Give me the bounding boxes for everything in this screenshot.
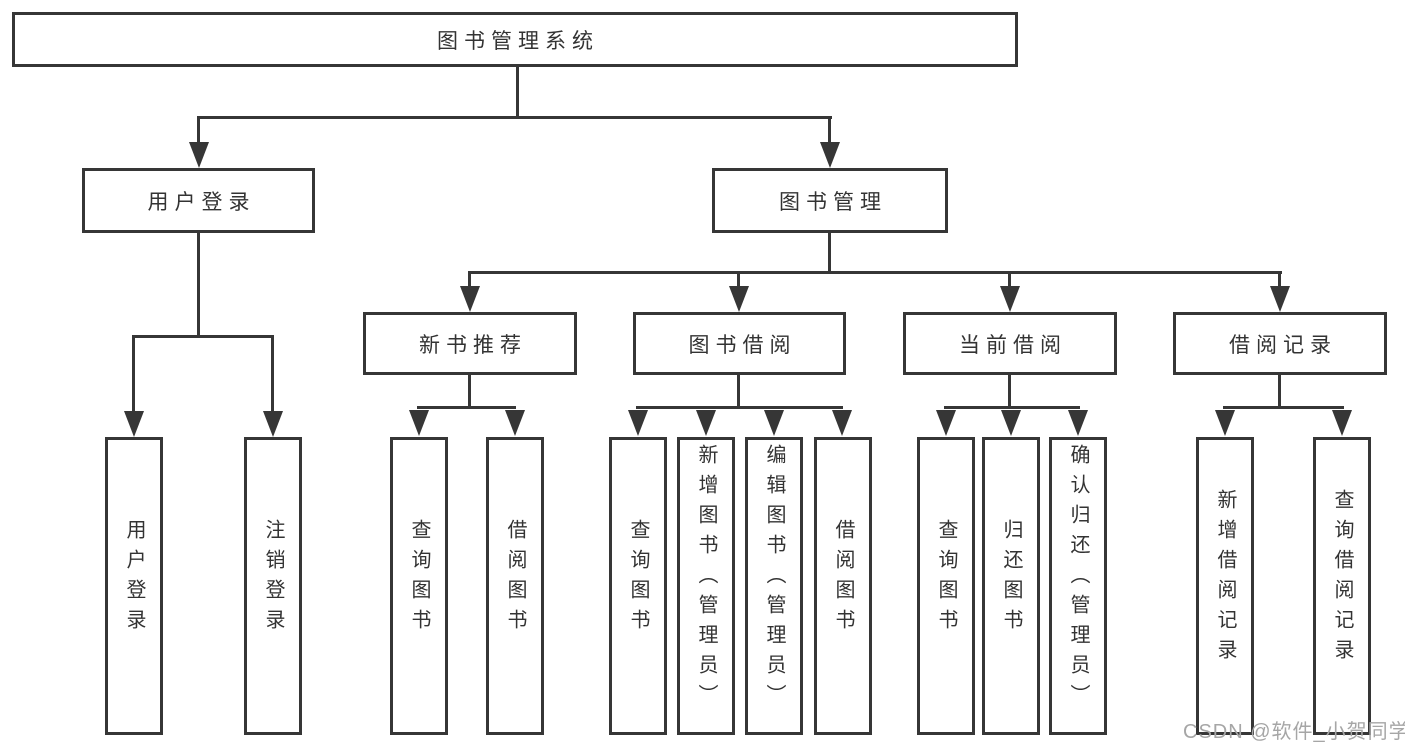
arrow-down-icon <box>1000 286 1020 312</box>
leaf-confirm-return-admin-label: 确认归还（管理员） <box>1067 444 1089 714</box>
connector-user-login-drop-right <box>271 335 274 413</box>
arrow-down-icon <box>1332 410 1352 436</box>
connector-book-mgmt-stem <box>828 233 831 274</box>
arrow-down-icon <box>460 286 480 312</box>
leaf-user-login-label: 用户登录 <box>123 519 145 639</box>
node-user-login: 用户登录 <box>82 168 315 233</box>
connector-book-mgmt-drop-4 <box>1278 271 1281 288</box>
arrow-down-icon <box>1270 286 1290 312</box>
node-book-borrowing: 图书借阅 <box>633 312 846 375</box>
leaf-add-borrow-record-label: 新增借阅记录 <box>1214 489 1236 669</box>
connector-current-stem <box>1008 375 1011 408</box>
connector-user-login-stem <box>197 233 200 338</box>
leaf-return-books-label: 归还图书 <box>1000 519 1022 639</box>
node-new-book-recommend-label: 新书推荐 <box>419 333 527 357</box>
connector-records-bar <box>1223 406 1344 409</box>
connector-root-drop-right <box>828 116 831 146</box>
leaf-add-borrow-record: 新增借阅记录 <box>1196 437 1254 735</box>
csdn-watermark: CSDN @软件_小贺同学 <box>1183 721 1405 743</box>
node-borrowing-records: 借阅记录 <box>1173 312 1387 375</box>
arrow-down-icon <box>1215 410 1235 436</box>
leaf-borrowing-borrow-books-label: 借阅图书 <box>832 519 854 639</box>
connector-root-drop-left <box>197 116 200 146</box>
leaf-current-query-books: 查询图书 <box>917 437 975 735</box>
leaf-current-query-books-label: 查询图书 <box>935 519 957 639</box>
arrow-down-icon <box>936 410 956 436</box>
node-book-management-label: 图书管理 <box>779 190 887 214</box>
leaf-logout-label: 注销登录 <box>262 519 284 639</box>
connector-root-bar <box>197 116 832 119</box>
arrow-down-icon <box>764 410 784 436</box>
arrow-down-icon <box>505 410 525 436</box>
leaf-borrowing-query-books: 查询图书 <box>609 437 667 735</box>
node-user-login-label: 用户登录 <box>147 190 256 214</box>
connector-book-mgmt-drop-1 <box>468 271 471 288</box>
node-current-borrowing-label: 当前借阅 <box>959 333 1067 357</box>
node-library-system-label: 图书管理系统 <box>437 29 599 53</box>
arrow-down-icon <box>1001 410 1021 436</box>
leaf-query-borrow-record-label: 查询借阅记录 <box>1331 489 1353 669</box>
node-book-management: 图书管理 <box>712 168 948 233</box>
leaf-borrowing-query-books-label: 查询图书 <box>627 519 649 639</box>
connector-root-stem <box>516 66 519 119</box>
node-new-book-recommend: 新书推荐 <box>363 312 577 375</box>
connector-recommend-stem <box>468 375 471 408</box>
connector-recommend-bar <box>417 406 516 409</box>
leaf-user-login: 用户登录 <box>105 437 163 735</box>
leaf-add-book-admin-label: 新增图书（管理员） <box>695 444 717 714</box>
arrow-down-icon <box>1068 410 1088 436</box>
connector-borrowing-bar <box>636 406 843 409</box>
connector-user-login-bar <box>132 335 274 338</box>
arrow-down-icon <box>729 286 749 312</box>
node-current-borrowing: 当前借阅 <box>903 312 1117 375</box>
leaf-query-borrow-record: 查询借阅记录 <box>1313 437 1371 735</box>
connector-book-mgmt-drop-3 <box>1008 271 1011 288</box>
leaf-return-books: 归还图书 <box>982 437 1040 735</box>
leaf-logout: 注销登录 <box>244 437 302 735</box>
leaf-borrowing-borrow-books: 借阅图书 <box>814 437 872 735</box>
leaf-confirm-return-admin: 确认归还（管理员） <box>1049 437 1107 735</box>
leaf-edit-book-admin-label: 编辑图书（管理员） <box>763 444 785 714</box>
connector-current-bar <box>944 406 1080 409</box>
node-library-system: 图书管理系统 <box>12 12 1018 67</box>
arrow-down-icon <box>696 410 716 436</box>
arrow-down-icon <box>124 411 144 437</box>
leaf-recommend-borrow-books: 借阅图书 <box>486 437 544 735</box>
node-book-borrowing-label: 图书借阅 <box>688 333 797 357</box>
arrow-down-icon <box>820 142 840 168</box>
arrow-down-icon <box>628 410 648 436</box>
arrow-down-icon <box>263 411 283 437</box>
connector-borrowing-stem <box>737 375 740 408</box>
leaf-recommend-query-books: 查询图书 <box>390 437 448 735</box>
leaf-recommend-borrow-books-label: 借阅图书 <box>504 519 526 639</box>
leaf-edit-book-admin: 编辑图书（管理员） <box>745 437 803 735</box>
connector-user-login-drop-left <box>132 335 135 413</box>
connector-book-mgmt-drop-2 <box>737 271 740 288</box>
arrow-down-icon <box>409 410 429 436</box>
leaf-recommend-query-books-label: 查询图书 <box>408 519 430 639</box>
connector-book-mgmt-bar <box>468 271 1282 274</box>
connector-records-stem <box>1278 375 1281 408</box>
leaf-add-book-admin: 新增图书（管理员） <box>677 437 735 735</box>
arrow-down-icon <box>832 410 852 436</box>
arrow-down-icon <box>189 142 209 168</box>
node-borrowing-records-label: 借阅记录 <box>1229 333 1337 357</box>
